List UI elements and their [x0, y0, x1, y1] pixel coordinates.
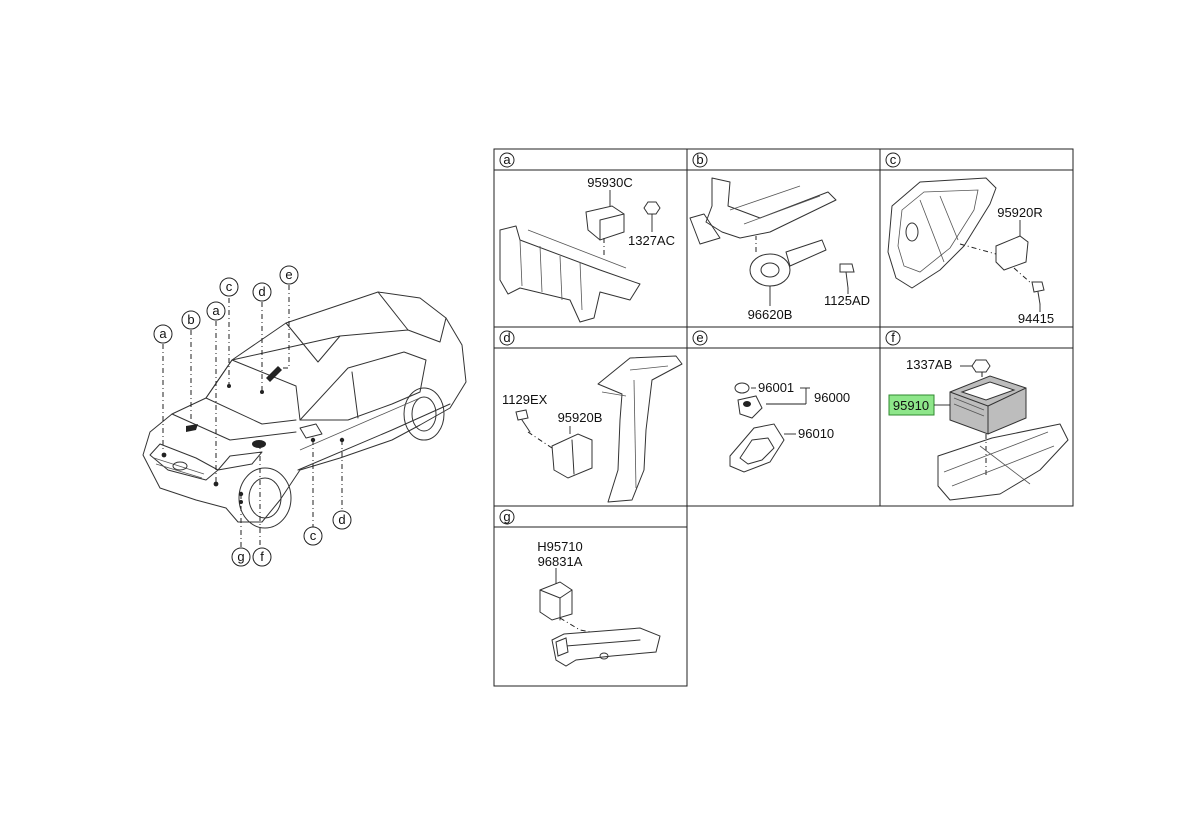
- part-1129EX: 1129EX: [502, 392, 548, 407]
- callout-bottom-c: c: [303, 526, 323, 546]
- svg-text:d: d: [258, 284, 265, 299]
- svg-text:f: f: [891, 330, 895, 345]
- part-1337AB: 1337AB: [906, 357, 952, 372]
- part-96620B: 96620B: [748, 307, 793, 322]
- callout-top-e: e: [279, 265, 299, 285]
- part-96001: 96001: [758, 380, 794, 395]
- svg-text:e: e: [696, 330, 703, 345]
- svg-text:a: a: [159, 326, 167, 341]
- car-callouts: a b a c d e g f c d: [153, 265, 352, 567]
- svg-text:a: a: [503, 152, 511, 167]
- panel-c: c 95920R 94415: [879, 148, 1074, 328]
- callout-top-c: c: [219, 277, 239, 297]
- svg-text:e: e: [285, 267, 292, 282]
- panel-b: b 96620B 1125AD: [686, 148, 881, 328]
- panel-g: g H95710 96831A: [493, 505, 688, 687]
- part-96000: 96000: [814, 390, 850, 405]
- panel-d: d 1129EX 95920B: [493, 326, 688, 507]
- part-1125AD: 1125AD: [824, 293, 870, 308]
- callout-top-d: d: [252, 282, 272, 302]
- part-95930C: 95930C: [587, 175, 633, 190]
- callout-bottom-g: g: [231, 547, 251, 567]
- part-H95710: H95710: [537, 539, 583, 554]
- part-96831A: 96831A: [538, 554, 583, 569]
- svg-text:c: c: [310, 528, 317, 543]
- svg-text:a: a: [212, 303, 220, 318]
- callout-top-a1: a: [153, 324, 173, 344]
- callout-top-b: b: [181, 310, 201, 330]
- svg-text:d: d: [503, 330, 510, 345]
- callout-top-a2: a: [206, 301, 226, 321]
- svg-text:f: f: [260, 549, 264, 564]
- svg-text:b: b: [696, 152, 703, 167]
- svg-text:g: g: [237, 549, 244, 564]
- svg-text:d: d: [338, 512, 345, 527]
- part-95910[interactable]: 95910: [893, 398, 929, 413]
- callout-bottom-f: f: [252, 547, 272, 567]
- panel-e: e 96001 96000 96010: [686, 326, 881, 507]
- part-95920R: 95920R: [997, 205, 1043, 220]
- part-95920B: 95920B: [558, 410, 603, 425]
- part-96010: 96010: [798, 426, 834, 441]
- svg-text:b: b: [187, 312, 194, 327]
- panel-f: f 1337AB 95910: [879, 326, 1074, 507]
- part-1327AC: 1327AC: [628, 233, 675, 248]
- callout-bottom-d: d: [332, 510, 352, 530]
- panel-a: a 95930C 1327AC: [493, 148, 688, 328]
- svg-text:g: g: [503, 509, 510, 524]
- car-illustration: [142, 291, 467, 529]
- part-94415: 94415: [1018, 311, 1054, 326]
- svg-text:c: c: [890, 152, 897, 167]
- svg-text:c: c: [226, 279, 233, 294]
